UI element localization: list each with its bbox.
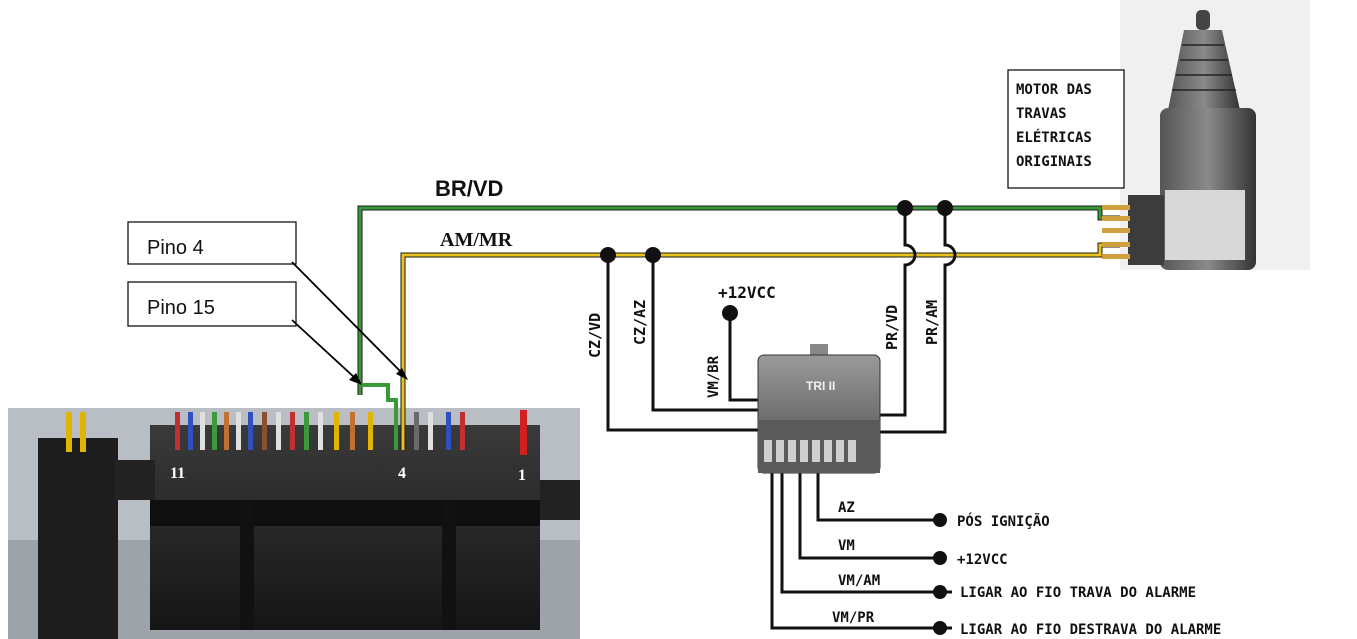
output-vm-wire: VM (838, 538, 855, 554)
connector-pin-11-label: 11 (170, 465, 185, 482)
callout-pin4: Pino 4 (127, 221, 408, 380)
splice-dots (600, 200, 953, 635)
module-name: TRI II (806, 379, 835, 393)
green-wire-label: BR/VD (435, 176, 503, 201)
callout-pin15: Pino 15 (127, 281, 362, 385)
connector-wires (175, 410, 527, 455)
yellow-wire-label: AM/MR (440, 229, 513, 251)
connector-pin-4-label: 4 (398, 465, 406, 482)
output-vmam-desc: LIGAR AO FIO TRAVA DO ALARME (960, 585, 1196, 601)
output-vmpr-desc: LIGAR AO FIO DESTRAVA DO ALARME (960, 622, 1221, 638)
output-dashes (940, 590, 952, 630)
motor-label-line-1: MOTOR DAS (1016, 82, 1092, 98)
motor-label-box: MOTOR DAS TRAVAS ELÉTRICAS ORIGINAIS (1007, 69, 1125, 189)
vm-br-label: VM/BR (706, 355, 722, 398)
motor-label-line-2: TRAVAS (1016, 106, 1067, 122)
cz-vd-label: CZ/VD (586, 313, 604, 358)
callout-pin4-text: Pino 4 (147, 237, 204, 259)
pr-am-label: PR/AM (923, 300, 941, 345)
tri-module: TRI II (757, 344, 881, 474)
door-lock-motor (1102, 0, 1310, 270)
supply-label: +12VCC (718, 283, 776, 302)
module-wiring (606, 208, 957, 630)
vehicle-connector: 11 4 1 (8, 408, 580, 639)
output-vmpr-wire: VM/PR (832, 610, 875, 626)
cz-az-label: CZ/AZ (631, 300, 649, 345)
connector-pin-1-label: 1 (518, 467, 526, 484)
motor-label-line-4: ORIGINAIS (1016, 154, 1092, 170)
output-az-desc: PÓS IGNIÇÃO (957, 512, 1050, 530)
pr-vd-label: PR/VD (883, 305, 901, 350)
motor-label-line-3: ELÉTRICAS (1016, 129, 1092, 146)
output-az-wire: AZ (838, 500, 855, 516)
output-vmam-wire: VM/AM (838, 573, 880, 589)
callout-pin15-text: Pino 15 (147, 297, 215, 319)
output-vm-desc: +12VCC (957, 552, 1008, 568)
